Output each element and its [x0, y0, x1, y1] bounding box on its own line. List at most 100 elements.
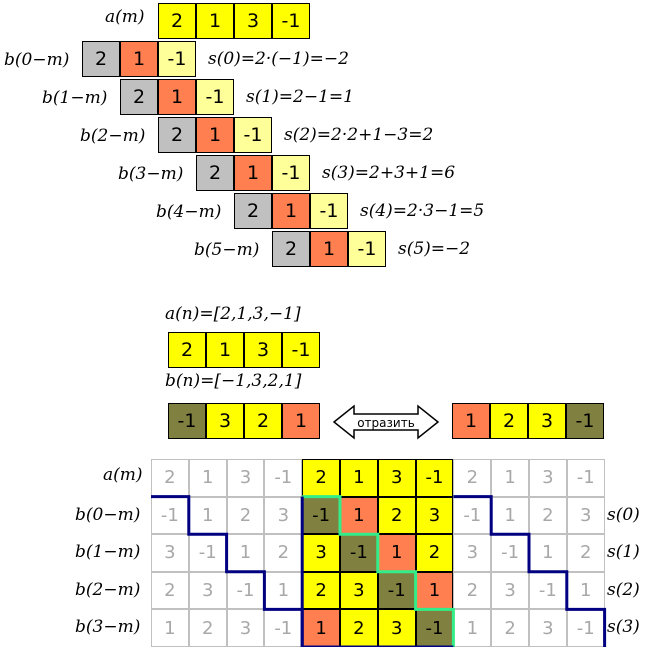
- top-b-cell: -1: [348, 231, 386, 267]
- top-a-cell: 3: [234, 3, 272, 39]
- grid-a-cell: -1: [566, 459, 605, 497]
- grid-a-cell: 3: [377, 459, 416, 497]
- grid-a-cell: 3: [529, 459, 567, 497]
- grid-b-cell: 2: [529, 496, 567, 535]
- grid-b-row-label: b(3−m): [75, 617, 141, 638]
- grid-b-cell: -1: [415, 609, 454, 647]
- top-b-cell: 2: [120, 79, 158, 115]
- grid-b-cell: 3: [491, 571, 529, 610]
- top-a-label: a(m): [105, 7, 145, 27]
- top-b-cell: 1: [158, 79, 196, 115]
- top-b-cell: -1: [272, 155, 310, 191]
- grid-b-cell: 3: [302, 534, 340, 572]
- grid-b-row-label: b(0−m): [75, 504, 141, 525]
- grid-b-cell: 2: [226, 496, 265, 535]
- grid-b-cell: 2: [188, 609, 227, 647]
- top-b-cell: 1: [272, 193, 310, 229]
- grid-b-cell: 2: [151, 571, 189, 610]
- top-b-cell: 2: [82, 41, 120, 77]
- grid-b-cell: 1: [377, 534, 416, 572]
- top-b-cell: 2: [272, 231, 310, 267]
- grid-s-label: s(2): [607, 579, 640, 600]
- top-b-row-label: b(2−m): [80, 126, 146, 146]
- top-s-equation: s(2)=2·2+1−3=2: [284, 125, 434, 145]
- grid-a-cell: 1: [340, 459, 378, 497]
- a-cell: -1: [282, 332, 320, 368]
- top-a-cell: 2: [158, 3, 196, 39]
- grid-b-cell: 3: [529, 609, 567, 647]
- grid-b-row-label: b(2−m): [75, 579, 141, 600]
- grid-a-cell: -1: [415, 459, 454, 497]
- grid-b-cell: 3: [226, 609, 265, 647]
- reflected-cell: 3: [528, 403, 566, 439]
- left-stair-line: [151, 495, 304, 647]
- reflected-cell: 2: [490, 403, 528, 439]
- right-stair-line: [453, 495, 607, 647]
- a-sequence-equation: a(n)=[2,1,3,−1]: [165, 304, 301, 324]
- top-s-equation: s(3)=2+3+1=6: [322, 163, 456, 183]
- top-b-cell: 2: [234, 193, 272, 229]
- top-b-cell: -1: [310, 193, 348, 229]
- grid-s-label: s(0): [607, 504, 640, 525]
- top-b-cell: 2: [158, 117, 196, 153]
- bottom-a-label: a(m): [103, 465, 143, 485]
- grid-b-cell: -1: [302, 496, 340, 535]
- top-b-cell: -1: [234, 117, 272, 153]
- b-cell: -1: [168, 403, 206, 439]
- grid-b-cell: 2: [453, 571, 492, 610]
- top-b-cell: 1: [310, 231, 348, 267]
- top-b-cell: -1: [158, 41, 196, 77]
- top-b-row-label: b(1−m): [42, 88, 108, 108]
- top-b-cell: 1: [120, 41, 158, 77]
- top-b-row-label: b(3−m): [118, 164, 184, 184]
- grid-b-cell: 3: [340, 571, 378, 610]
- grid-b-cell: 3: [151, 534, 189, 572]
- top-s-equation: s(5)=−2: [398, 239, 471, 259]
- top-b-cell: 2: [196, 155, 234, 191]
- grid-b-cell: 3: [453, 534, 492, 572]
- a-cell: 1: [206, 332, 244, 368]
- top-b-row-label: b(0−m): [4, 50, 70, 70]
- grid-b-cell: 2: [491, 609, 529, 647]
- window-bottom-line: [300, 496, 454, 647]
- top-s-equation: s(1)=2−1=1: [246, 87, 354, 107]
- top-a-cell: 1: [196, 3, 234, 39]
- grid-b-cell: 1: [151, 609, 189, 647]
- top-s-equation: s(0)=2·(−1)=−2: [208, 49, 349, 69]
- grid-b-cell: 3: [188, 571, 227, 610]
- reflected-cell: 1: [452, 403, 490, 439]
- top-b-row-label: b(5−m): [194, 240, 260, 260]
- b-cell: 3: [206, 403, 244, 439]
- grid-b-row-label: b(1−m): [75, 542, 141, 563]
- top-a-cell: -1: [272, 3, 310, 39]
- grid-b-cell: -1: [377, 571, 416, 610]
- top-b-row-label: b(4−m): [156, 202, 222, 222]
- grid-b-cell: 2: [377, 496, 416, 535]
- grid-b-cell: -1: [340, 534, 378, 572]
- reflect-double-arrow-icon[interactable]: отразить: [332, 403, 440, 441]
- a-cell: 2: [168, 332, 206, 368]
- a-cell: 3: [244, 332, 282, 368]
- grid-s-label: s(3): [607, 617, 640, 638]
- top-b-cell: -1: [196, 79, 234, 115]
- grid-b-cell: 3: [566, 496, 605, 535]
- grid-b-cell: 3: [415, 496, 454, 535]
- reflect-label: отразить: [357, 416, 415, 430]
- center-stair-line: [302, 495, 455, 647]
- b-cell: 1: [282, 403, 320, 439]
- top-b-cell: 1: [196, 117, 234, 153]
- grid-b-cell: 2: [302, 571, 340, 610]
- grid-a-cell: 3: [226, 459, 265, 497]
- b-cell: 2: [244, 403, 282, 439]
- top-b-cell: 1: [234, 155, 272, 191]
- grid-b-cell: 2: [415, 534, 454, 572]
- grid-s-label: s(1): [607, 542, 640, 563]
- grid-b-cell: 2: [566, 534, 605, 572]
- b-sequence-equation: b(n)=[−1,3,2,1]: [165, 371, 302, 391]
- top-s-equation: s(4)=2·3−1=5: [360, 201, 485, 221]
- grid-a-cell: 1: [491, 459, 529, 497]
- grid-a-cell: -1: [264, 459, 303, 497]
- grid-a-cell: 1: [188, 459, 227, 497]
- grid-b-cell: 3: [377, 609, 416, 647]
